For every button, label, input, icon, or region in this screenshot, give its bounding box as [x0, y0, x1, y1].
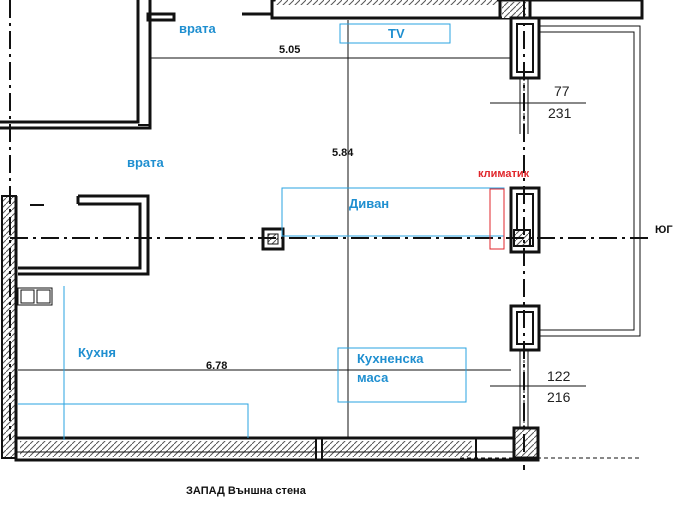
- air-conditioner: [489, 188, 505, 250]
- sofa-outline: [281, 187, 505, 237]
- door-label-top: врата: [179, 21, 217, 36]
- kitchen-table-outline: [337, 347, 467, 403]
- west-wall-caption: ЗАПАД Външна стена: [186, 485, 307, 497]
- stove: [17, 287, 53, 306]
- dimension-width-top: 5.05: [279, 44, 300, 56]
- window2-height: 216: [547, 389, 571, 405]
- bottom-wall: [14, 436, 540, 462]
- window1-height: 231: [548, 105, 572, 121]
- sofa-label: Диван: [349, 196, 389, 211]
- dimension-width-bottom: 6.78: [206, 360, 227, 372]
- upper-left-walls: [0, 0, 152, 130]
- door-label-left: врата: [127, 155, 165, 170]
- kitchen-table-label-2: маса: [357, 370, 389, 385]
- dimension-depth: 5.84: [332, 147, 354, 159]
- tv-outline: [339, 23, 451, 44]
- window1-width: 77: [554, 83, 570, 99]
- ac-label: климатик: [478, 168, 530, 180]
- kitchen-table-label-1: Кухненска: [357, 351, 424, 366]
- south-label: ЮГ: [655, 224, 673, 236]
- dimension-lines: [18, 20, 586, 438]
- tv-label: TV: [388, 26, 405, 41]
- window2-width: 122: [547, 368, 571, 384]
- kitchen-counter: [18, 403, 249, 438]
- top-wall: [146, 0, 644, 22]
- kitchen-walls: [18, 194, 150, 276]
- balcony-outline: [539, 25, 641, 337]
- kitchen-label: Кухня: [78, 345, 116, 360]
- furniture: [18, 23, 505, 440]
- axis-lines: [9, 0, 648, 470]
